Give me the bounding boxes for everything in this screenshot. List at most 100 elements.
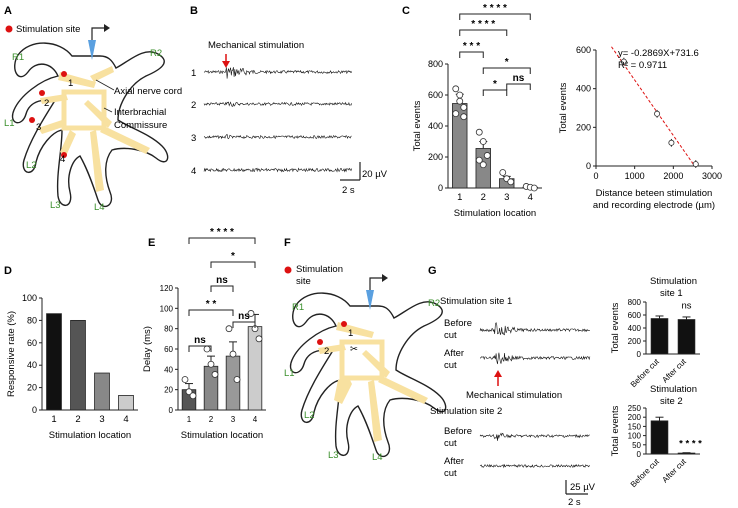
y-axis-label: Delay (ms) [142, 326, 153, 372]
data-point [229, 350, 237, 358]
scale-t-g: 2 s [568, 497, 581, 508]
y-axis-label: Total events [610, 405, 621, 456]
data-point [181, 376, 189, 383]
sig-label: ns [238, 311, 250, 322]
data-point [499, 169, 507, 176]
bar [677, 319, 696, 355]
data-point [255, 335, 263, 343]
x-tick-label: 0 [593, 171, 598, 181]
x-tick-label: 2 [209, 415, 214, 424]
sig-bracket [188, 345, 212, 352]
g-bar1-title: Stimulation [650, 276, 697, 287]
y-tick-label: 120 [160, 284, 174, 293]
site-2-a: 2 [44, 98, 49, 109]
data-point [185, 388, 193, 396]
g-after-2b: cut [444, 468, 457, 479]
scissors-icon: ✂ [350, 344, 358, 355]
data-point [203, 345, 211, 353]
y-tick-label: 0 [637, 350, 642, 359]
arm-l4-f: L4 [372, 452, 383, 463]
arm-l1-f: L1 [284, 368, 295, 379]
x-axis-label: Distance beteen stimulation [596, 188, 713, 199]
sig-bracket [210, 261, 256, 268]
x-tick-label: 2000 [663, 171, 683, 181]
stim-arrow-b [222, 61, 230, 68]
sig-label: * [231, 251, 235, 262]
x-tick-label: 2 [75, 414, 80, 425]
sig-bracket [506, 83, 531, 90]
y-tick-label: 0 [438, 183, 443, 193]
g-mech-label: Mechanical stimulation [466, 390, 562, 401]
data-point [620, 58, 627, 65]
x-axis-label: Stimulation location [454, 208, 536, 219]
y-tick-label: 800 [628, 298, 642, 307]
site-1-f: 1 [348, 328, 353, 339]
panel-label-f: F [284, 237, 291, 249]
data-point [479, 161, 487, 169]
arm-r1-f: R1 [292, 302, 304, 313]
arm-r2-f: R2 [428, 298, 440, 309]
bar [46, 313, 62, 411]
bar [225, 355, 241, 411]
y-tick-label: 250 [628, 404, 642, 413]
sig-label: ns [216, 275, 228, 286]
sig-bracket [459, 13, 531, 20]
sig-label: * [505, 57, 509, 68]
bar [70, 319, 86, 411]
y-axis-label: Total events [610, 302, 621, 353]
site-3-a: 3 [36, 122, 41, 133]
g-before-1: Before [444, 318, 472, 329]
g-after-1b: cut [444, 360, 457, 371]
trace-group-g [479, 322, 591, 469]
sig-bracket [232, 321, 256, 328]
trace-g-2 [479, 352, 591, 365]
x-axis-label-2: and recording electrode (µm) [593, 200, 715, 211]
legend-f-label1: Stimulation [296, 264, 343, 275]
data-point [483, 152, 491, 159]
sig-bracket [459, 51, 484, 58]
mech-stim-label-b: Mechanical stimulation [208, 40, 304, 51]
y-tick-label: 40 [27, 360, 37, 370]
bar [650, 318, 669, 355]
x-axis-label: Stimulation location [49, 430, 131, 441]
y-tick-label: 50 [632, 441, 641, 450]
x-tick-label: After cut [660, 457, 688, 485]
g-bar2-title: Stimulation [650, 384, 697, 395]
y-tick-label: 400 [428, 121, 443, 131]
panel-b-traces: Mechanical stimulation 1 2 3 4 20 µV 2 s [191, 40, 388, 196]
regression-eq: y= -0.2869X+731.6 [618, 48, 699, 59]
x-tick-label: 1 [457, 192, 462, 203]
data-point [456, 97, 464, 105]
g-before-1b: cut [444, 330, 457, 341]
arm-l2-a: L2 [26, 160, 37, 171]
trace-g-3 [479, 432, 590, 441]
sig-label: ns [681, 301, 691, 312]
trace-b-2 [203, 101, 352, 107]
axial-nerve-label: Axial nerve cord [114, 86, 182, 97]
x-tick-label: 4 [123, 414, 128, 425]
x-tick-label: 1000 [625, 171, 645, 181]
y-tick-label: 600 [576, 45, 591, 55]
g-bar2-title2: site 2 [660, 396, 683, 407]
y-tick-label: 600 [428, 90, 443, 100]
x-tick-label: 4 [528, 192, 533, 203]
x-tick-label: 1 [187, 415, 192, 424]
recording-electrode [88, 40, 96, 60]
sig-label: * [493, 79, 497, 90]
data-point [233, 376, 241, 383]
x-tick-label: 3 [231, 415, 236, 424]
data-point [452, 85, 460, 93]
sig-label: * * * * [483, 3, 507, 14]
arm-l1-a: L1 [4, 118, 15, 129]
data-point [225, 325, 233, 333]
sig-bracket [210, 285, 234, 292]
x-tick-label: After cut [660, 357, 688, 385]
data-point [507, 178, 515, 186]
site-4-a: 4 [60, 154, 65, 165]
g-site1-label: Stimulation site 1 [440, 296, 512, 307]
arm-l3-a: L3 [50, 200, 61, 211]
sig-label: ns [513, 73, 525, 84]
